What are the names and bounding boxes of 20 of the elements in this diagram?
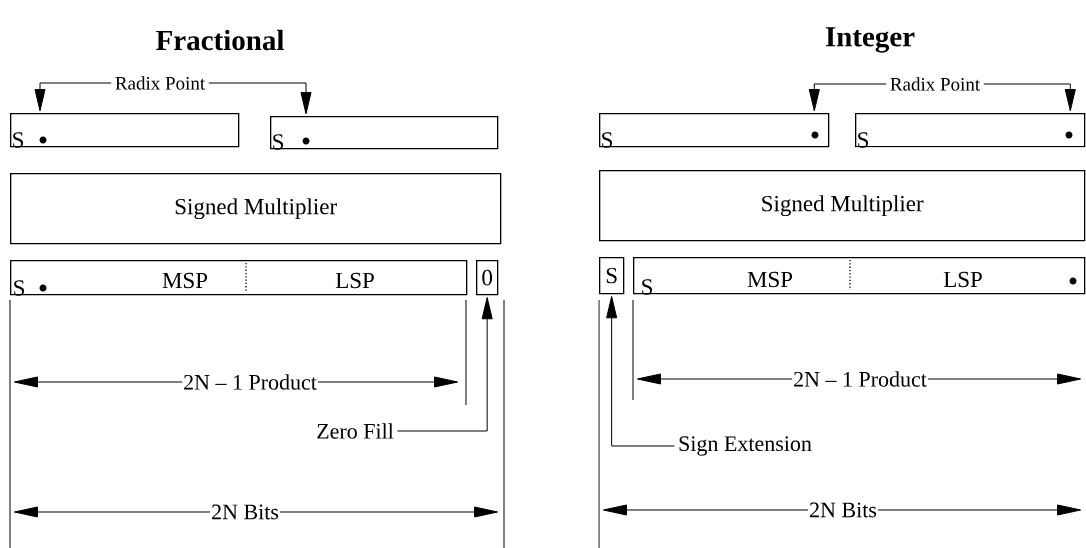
leader-arrow (34, 82, 112, 112)
leader-arrow (396, 297, 493, 432)
register-box: Signed Multiplier (599, 170, 1086, 242)
dimension-label: 2N Bits (808, 501, 878, 519)
callout-text: Radix Point (115, 76, 206, 90)
leader-arrow (606, 296, 675, 447)
leader-arrow (983, 83, 1076, 112)
panel-title: Fractional (156, 29, 284, 51)
register-box: 0 (476, 260, 499, 296)
register-box: S (599, 257, 625, 295)
register-box: Signed Multiplier (10, 173, 502, 245)
dimension-label: 2N – 1 Product (792, 370, 928, 388)
dimension-label: 2N – 1 Product (182, 373, 318, 391)
leader-arrow (808, 83, 887, 112)
callout-text: Sign Extension (679, 436, 812, 456)
callout-text: Zero Fill (317, 423, 394, 439)
callout-text: Radix Point (890, 77, 980, 91)
dimension-label: 2N Bits (210, 503, 280, 521)
panel-title: Integer (825, 27, 915, 53)
leader-arrow (208, 82, 312, 115)
